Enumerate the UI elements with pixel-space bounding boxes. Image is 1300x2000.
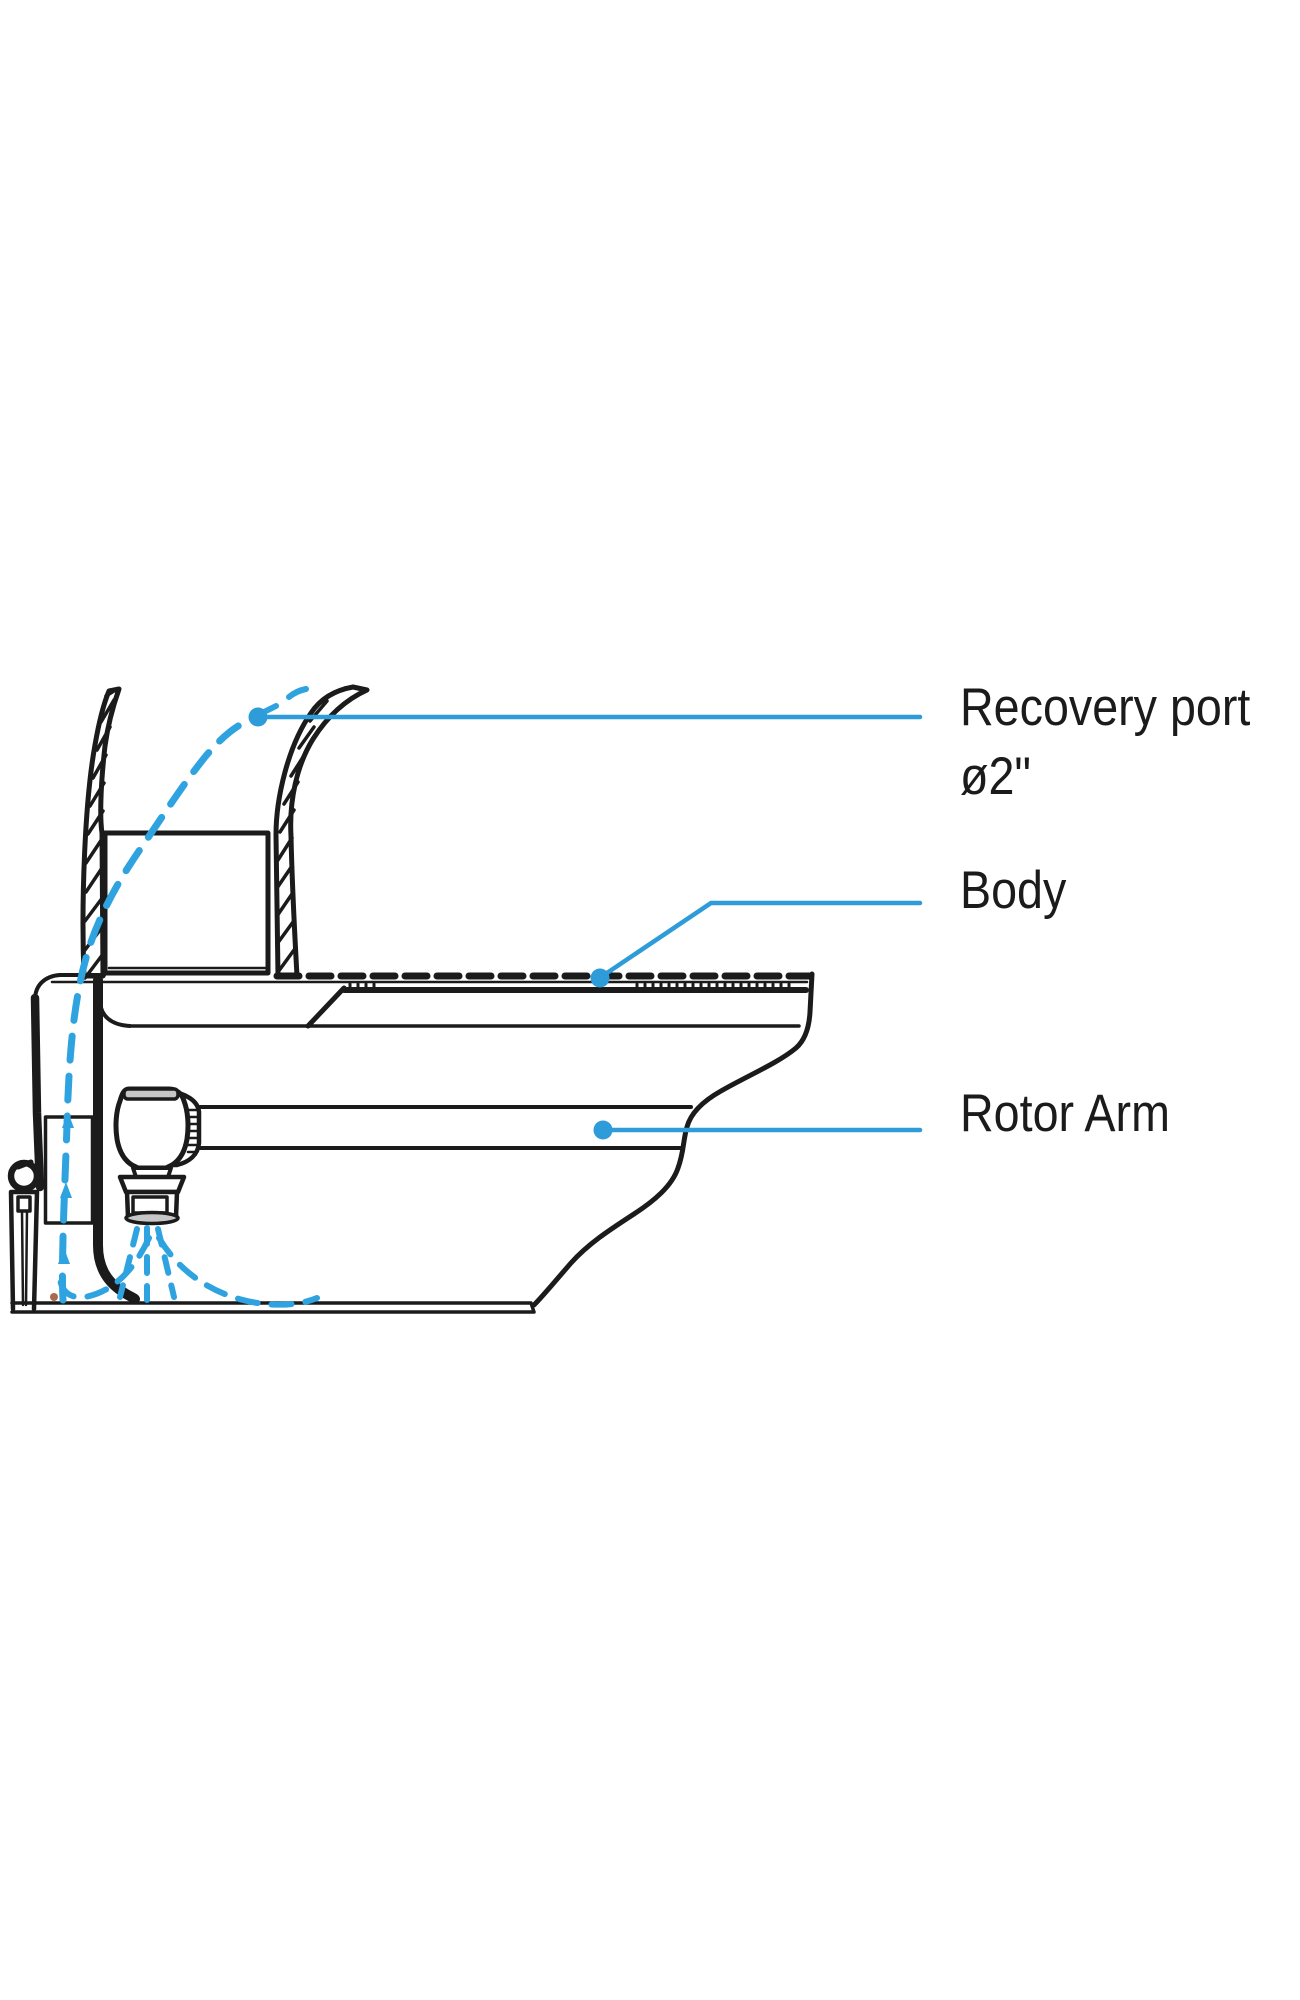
fitting-barrel-detail: [131, 1195, 169, 1215]
flow-path-dashes: [57, 686, 320, 1308]
channel-notch: [43, 1115, 95, 1225]
inner-corner: [98, 1000, 132, 1028]
label-body: Body: [960, 861, 1067, 920]
leader-body: [598, 900, 923, 980]
label-recovery-port-line2: ø2": [960, 746, 1031, 806]
body-outline: [30, 971, 815, 1308]
step-diagonal: [305, 985, 347, 1029]
rotor-arm-outline: [10, 975, 693, 1314]
leader-dot-icon: [593, 1120, 613, 1140]
pipe-elbow-section: [80, 684, 370, 980]
body-left-edge: [30, 993, 45, 1192]
pin-outline: [8, 1189, 40, 1312]
flow-arrow-icon: [58, 1248, 70, 1264]
thread-ticks: [186, 1108, 199, 1154]
flow-exit-dashes: [261, 686, 309, 715]
retainer-pin: [7, 1159, 41, 1312]
pin-stem: [20, 1209, 29, 1307]
fitting-ball: [113, 1086, 191, 1171]
section-hatching-right: [275, 686, 347, 974]
flow-arrow-icon: [62, 1112, 74, 1128]
recovery-port-bore: [102, 830, 271, 976]
spray-curl-left: [57, 1235, 152, 1301]
flow-main-curve: [58, 713, 261, 1304]
label-recovery-port-line1: Recovery port: [960, 678, 1251, 737]
fitting-outlet-face: [124, 1210, 180, 1226]
spray-left: [117, 1226, 140, 1300]
pipe-wall-right: [273, 684, 370, 979]
label-recovery-port: Recovery port ø2": [960, 674, 1250, 812]
label-rotor-arm: Rotor Arm: [960, 1084, 1170, 1143]
grease-fitting: [113, 1086, 202, 1226]
pin-stem-cap: [16, 1195, 32, 1213]
right-edge-curve: [531, 971, 815, 1308]
flow-arrow-icon: [60, 1182, 72, 1198]
leader-dot-icon: [590, 968, 610, 988]
fitting-top-cap: [122, 1087, 180, 1101]
spray-curl-right: [156, 1235, 320, 1308]
weld-spot: [50, 1293, 58, 1301]
leader-dot-icon: [248, 707, 268, 727]
ratchet-ticks: [348, 982, 791, 992]
clip-tip: [15, 1159, 34, 1170]
leader-lines: [248, 707, 923, 1140]
